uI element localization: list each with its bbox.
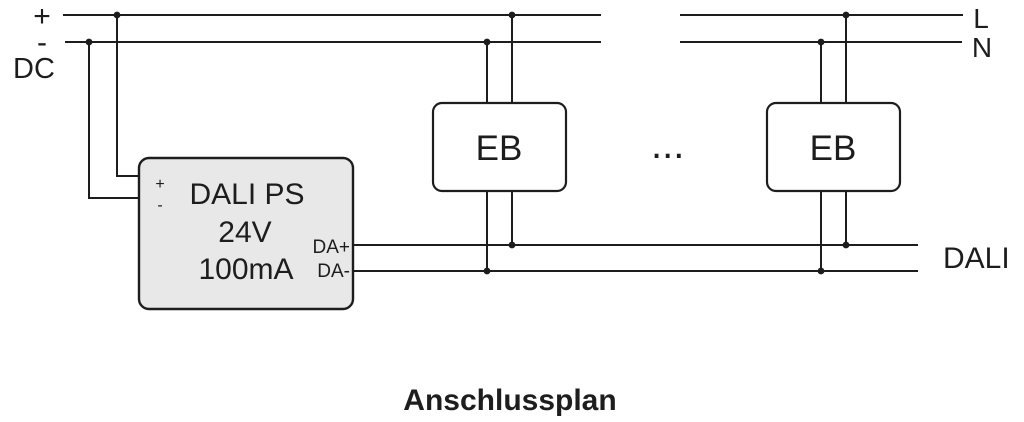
eb2-label: EB — [810, 129, 857, 168]
dc-label: DC — [13, 53, 55, 85]
junction-dot-eb1-da-plus — [508, 241, 516, 249]
diagram-caption: Anschlussplan — [403, 384, 616, 417]
junction-dot-ps-minus — [85, 38, 93, 46]
ps-voltage: 24V — [218, 216, 271, 249]
junction-dot-ps-plus — [113, 11, 121, 19]
ps-minus-feed-wire — [88, 42, 140, 199]
ps-plus-feed-wire — [116, 15, 140, 177]
ps-plus-terminal-label: + — [155, 176, 164, 193]
dali-ps-box — [137, 156, 355, 311]
dali-bus-label: DALI — [943, 242, 1010, 275]
eb1-box — [431, 101, 568, 193]
neutral-label: N — [972, 32, 992, 63]
ps-minus-terminal-label: - — [157, 197, 162, 214]
junction-dot-eb2-da-minus — [817, 267, 825, 275]
dc-minus-label: - — [37, 26, 47, 59]
junction-dot-eb2-da-plus — [842, 241, 850, 249]
junction-dot-eb1-da-minus — [483, 267, 491, 275]
eb1-label: EB — [476, 129, 523, 168]
dc-plus-label: + — [33, 0, 51, 33]
junction-dot-eb2-l — [842, 11, 850, 19]
junction-dot-eb2-n — [817, 38, 825, 46]
junction-dot-eb1-n — [483, 38, 491, 46]
ps-current: 100mA — [198, 253, 293, 286]
eb2-box — [765, 101, 902, 193]
ps-da-plus-terminal-label: DA+ — [313, 237, 351, 258]
ps-name: DALI PS — [189, 178, 304, 211]
line-label: L — [973, 3, 989, 34]
junction-dot-eb1-l — [508, 11, 516, 19]
ps-da-minus-terminal-label: DA- — [317, 261, 350, 282]
more-devices-ellipsis: ... — [651, 123, 684, 167]
